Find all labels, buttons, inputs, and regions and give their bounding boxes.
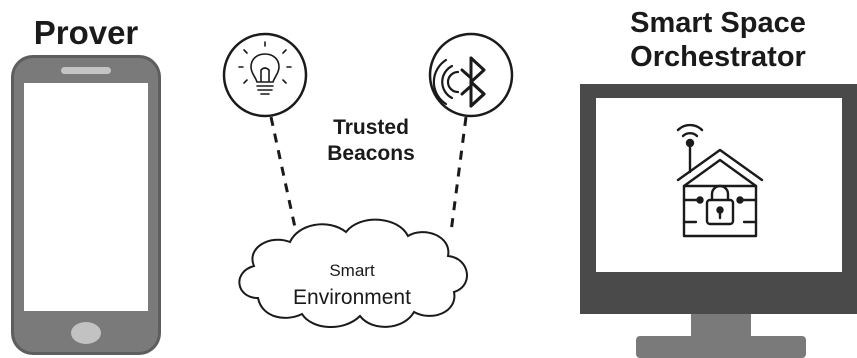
environment-label-line1: Smart: [329, 261, 375, 280]
smart-home-lock-icon: [676, 123, 764, 238]
monitor-neck: [691, 310, 751, 340]
orchestrator-group: Smart Space Orchestrator: [580, 7, 857, 358]
phone-speaker: [61, 67, 111, 74]
connector-bluetooth-to-environment: [449, 116, 468, 233]
phone-screen: [24, 83, 148, 311]
environment-group: Smart Environment: [238, 218, 468, 329]
beacons-group: Trusted Beacons: [222, 32, 514, 233]
prover-title: Prover: [34, 14, 139, 51]
connector-lightbulb-to-environment: [269, 116, 298, 233]
monitor-icon: [580, 84, 857, 358]
phone-home-button: [71, 322, 101, 344]
bluetooth-beacon: [428, 32, 514, 118]
beacons-label-line2: Beacons: [327, 142, 415, 165]
orchestrator-title-line2: Orchestrator: [630, 41, 806, 73]
signal-waves-icon: [432, 58, 460, 106]
beacons-label-line1: Trusted: [333, 116, 409, 139]
lightbulb-icon: [238, 41, 292, 95]
orchestrator-title-line1: Smart Space: [630, 7, 806, 39]
cloud-icon: [238, 218, 468, 329]
lightbulb-beacon: [222, 32, 308, 118]
smartphone-icon: [11, 55, 161, 355]
prover-group: Prover: [11, 14, 161, 355]
environment-label-line2: Environment: [293, 286, 411, 309]
bluetooth-icon: [460, 56, 486, 108]
monitor-base: [636, 336, 806, 358]
